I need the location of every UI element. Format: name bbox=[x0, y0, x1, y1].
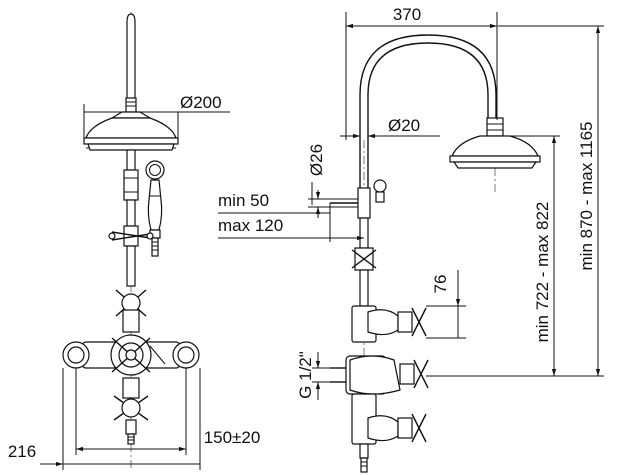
side-view bbox=[218, 12, 604, 473]
label-holder-diameter: Ø26 bbox=[307, 144, 326, 176]
front-shower-head bbox=[83, 111, 179, 151]
side-bottom-valve bbox=[351, 393, 427, 473]
front-top-cross-handle bbox=[115, 289, 147, 333]
label-height-inner: min 722 - max 822 bbox=[533, 202, 552, 343]
front-thermostat-body bbox=[62, 334, 200, 376]
side-top-valve bbox=[351, 305, 427, 343]
side-lower-pipe bbox=[351, 217, 377, 307]
label-width-overall: 216 bbox=[8, 442, 36, 461]
front-diverter-handle bbox=[108, 225, 154, 287]
label-inlet-thread: G 1/2" bbox=[296, 351, 315, 399]
side-thermostat-body bbox=[330, 355, 429, 395]
label-head-diameter: Ø200 bbox=[180, 93, 222, 112]
side-slide-bracket bbox=[330, 179, 387, 219]
label-center-distance: 150±20 bbox=[204, 428, 261, 447]
front-hand-shower bbox=[145, 160, 165, 257]
label-pipe-diameter: Ø20 bbox=[388, 116, 420, 135]
front-bottom-cross-handle bbox=[113, 377, 149, 445]
label-spacing: 76 bbox=[431, 275, 450, 294]
front-slide-bar bbox=[123, 149, 139, 227]
front-riser-pipe bbox=[125, 13, 137, 113]
front-view bbox=[40, 12, 230, 470]
side-gooseneck-arm bbox=[359, 34, 497, 190]
label-slide-max: max 120 bbox=[218, 216, 283, 235]
label-arm-reach: 370 bbox=[393, 5, 421, 24]
label-height-outer: min 870 - max 1165 bbox=[577, 122, 596, 271]
side-shower-head bbox=[449, 117, 541, 169]
label-slide-min: min 50 bbox=[218, 191, 269, 210]
